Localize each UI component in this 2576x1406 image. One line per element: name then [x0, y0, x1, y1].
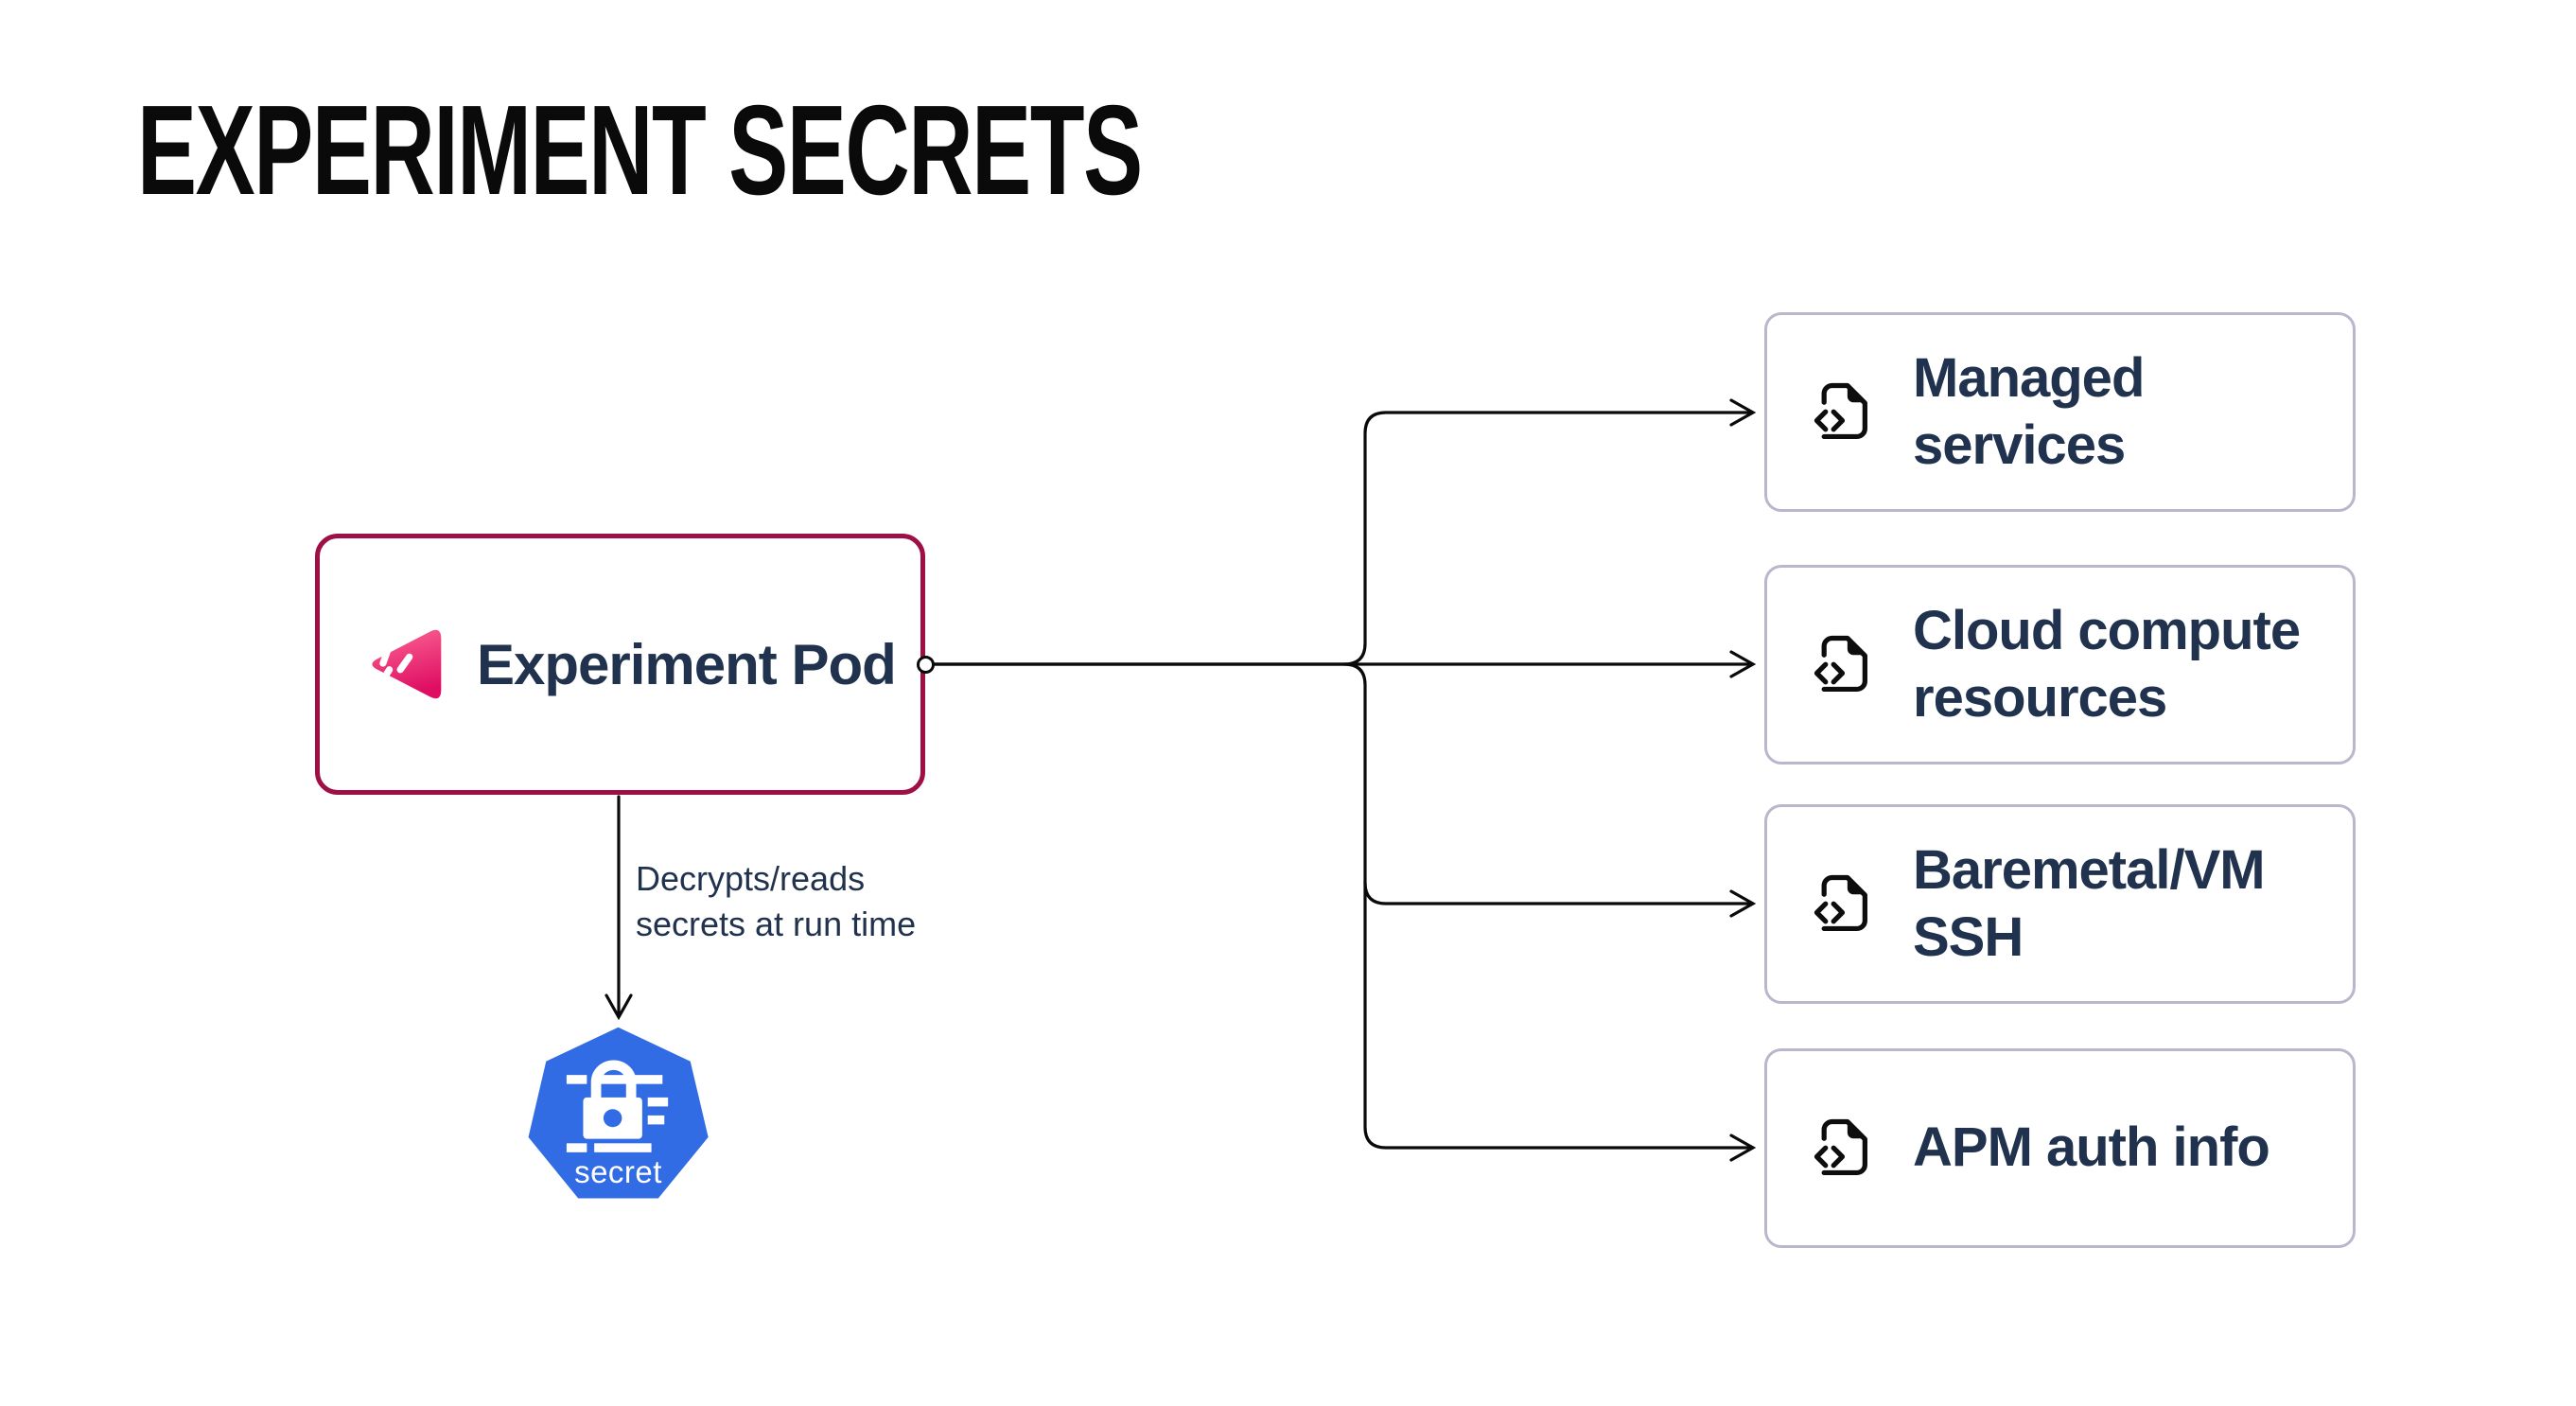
file-code-icon — [1814, 635, 1867, 692]
edge-annotation: Decrypts/reads secrets at run time — [636, 856, 916, 947]
page-title: EXPERIMENT SECRETS — [137, 79, 1143, 221]
node-experiment-pod: Experiment Pod — [315, 534, 925, 795]
edge-pod-managed-services — [931, 411, 1752, 666]
node-apm-auth-info: APM auth info — [1764, 1048, 2356, 1248]
node-baremetal-vm-ssh: Baremetal/VM SSH — [1764, 804, 2356, 1004]
node-kubernetes-secret: secret — [526, 1024, 710, 1204]
arrowhead-apm — [1729, 1134, 1757, 1162]
file-code-icon — [1814, 874, 1867, 931]
kubernetes-secret-icon — [528, 1027, 709, 1199]
apm-auth-info-label: APM auth info — [1913, 1116, 2270, 1179]
managed-services-label: Managed services — [1913, 346, 2145, 476]
edge-annotation-line1: Decrypts/reads — [636, 859, 866, 898]
node-managed-services: Managed services — [1764, 312, 2356, 512]
arrowhead-managed-services — [1729, 398, 1757, 427]
baremetal-vm-ssh-label: Baremetal/VM SSH — [1913, 838, 2266, 968]
edge-pod-baremetal — [1363, 881, 1752, 905]
file-code-icon — [1814, 1118, 1867, 1175]
pod-label: Experiment Pod — [477, 632, 897, 696]
arrowhead-secret — [605, 993, 633, 1021]
arrowhead-cloud-compute — [1729, 650, 1757, 678]
cloud-compute-resources-label: Cloud compute resources — [1913, 599, 2301, 729]
arrowhead-baremetal — [1729, 889, 1757, 918]
secret-node-label: secret — [574, 1154, 662, 1189]
file-code-icon — [1814, 382, 1867, 439]
pod-output-port — [917, 656, 935, 674]
chaos-experiment-logo-icon — [372, 629, 442, 699]
edge-pod-apm — [1342, 662, 1752, 1150]
node-cloud-compute-resources: Cloud compute resources — [1764, 565, 2356, 765]
edge-annotation-line2: secrets at run time — [636, 905, 917, 943]
